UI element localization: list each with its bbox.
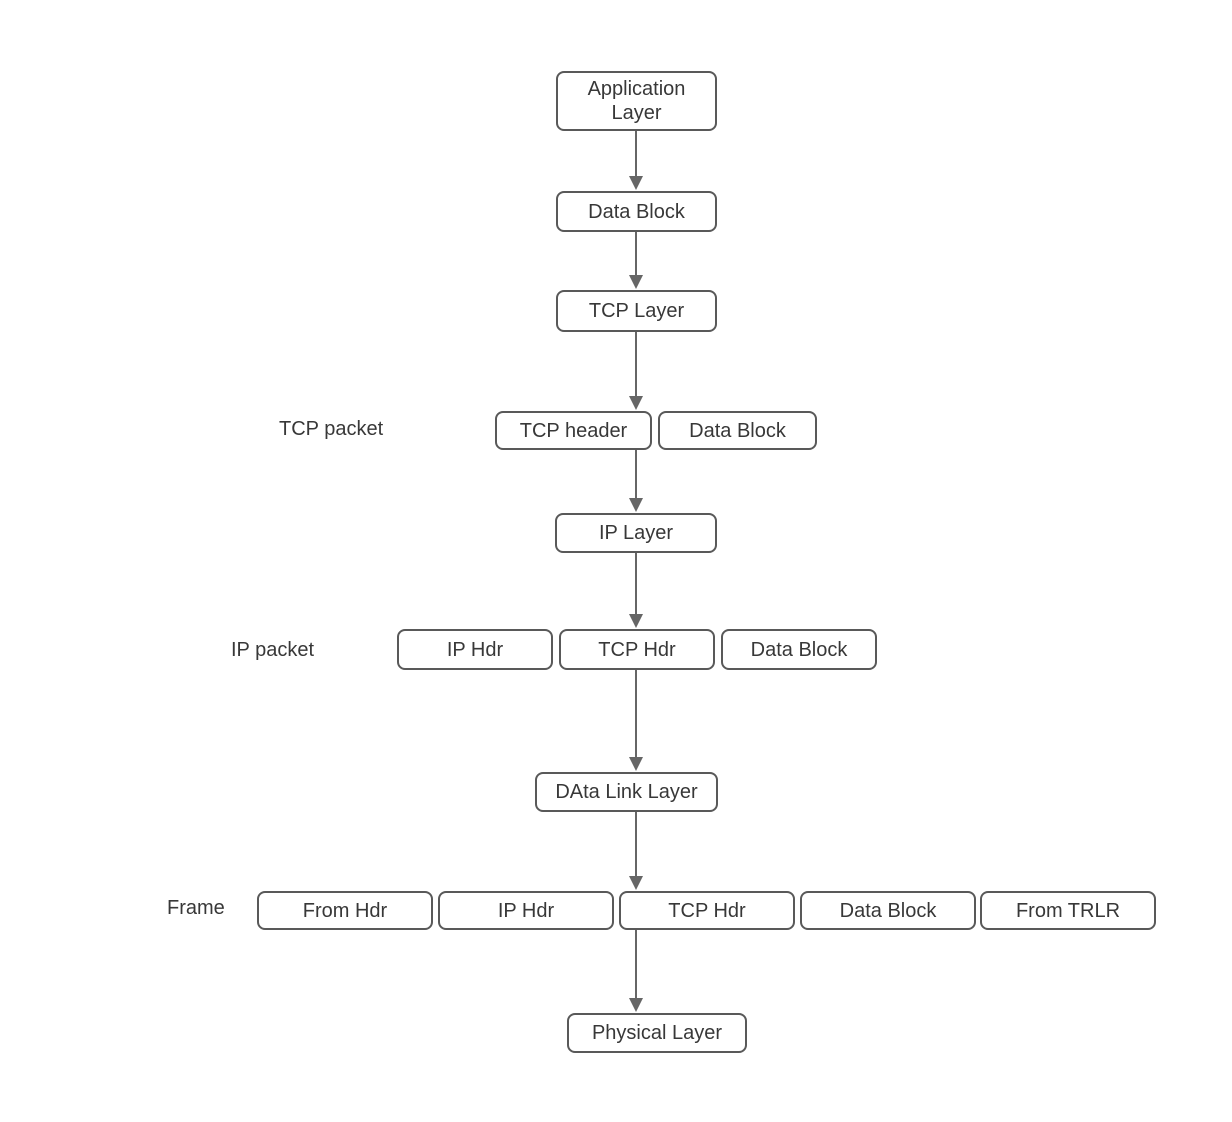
node-frame-data-block: Data Block (800, 891, 976, 930)
arrow-head-icon (629, 876, 643, 890)
arrow-head-icon (629, 275, 643, 289)
arrow-head-icon (629, 176, 643, 190)
node-physical-layer: Physical Layer (567, 1013, 747, 1053)
arrow-head-icon (629, 498, 643, 512)
node-application-layer: Application Layer (556, 71, 717, 131)
node-frame-from-trlr: From TRLR (980, 891, 1156, 930)
arrow-shaft (635, 553, 637, 616)
arrow-shaft (635, 670, 637, 759)
node-tcp-packet-data-block: Data Block (658, 411, 817, 450)
arrow-shaft (635, 930, 637, 1000)
node-data-block: Data Block (556, 191, 717, 232)
arrow-head-icon (629, 396, 643, 410)
node-ip-packet-data-block: Data Block (721, 629, 877, 670)
arrow-shaft (635, 332, 637, 398)
arrow-application-to-data-block (629, 131, 643, 190)
arrow-head-icon (629, 998, 643, 1012)
arrow-ip-layer-to-ip-packet (629, 553, 643, 628)
arrow-tcp-packet-to-ip-layer (629, 450, 643, 512)
arrow-data-block-to-tcp-layer (629, 232, 643, 289)
node-ip-hdr: IP Hdr (397, 629, 553, 670)
caption-frame: Frame (167, 897, 225, 919)
node-frame-from-hdr: From Hdr (257, 891, 433, 930)
node-frame-ip-hdr: IP Hdr (438, 891, 614, 930)
arrow-ip-packet-to-data-link (629, 670, 643, 771)
node-tcp-layer: TCP Layer (556, 290, 717, 332)
arrow-frame-to-physical (629, 930, 643, 1012)
node-ip-layer: IP Layer (555, 513, 717, 553)
arrow-shaft (635, 131, 637, 178)
node-ip-packet-tcp-hdr: TCP Hdr (559, 629, 715, 670)
arrow-data-link-to-frame (629, 812, 643, 890)
arrow-head-icon (629, 757, 643, 771)
node-data-link-layer: DAta Link Layer (535, 772, 718, 812)
caption-tcp-packet: TCP packet (279, 418, 384, 440)
node-tcp-header: TCP header (495, 411, 652, 450)
arrow-shaft (635, 450, 637, 500)
arrow-head-icon (629, 614, 643, 628)
node-frame-tcp-hdr: TCP Hdr (619, 891, 795, 930)
arrow-shaft (635, 812, 637, 878)
caption-ip-packet: IP packet (231, 639, 315, 661)
arrow-shaft (635, 232, 637, 277)
arrow-tcp-layer-to-tcp-packet (629, 332, 643, 410)
